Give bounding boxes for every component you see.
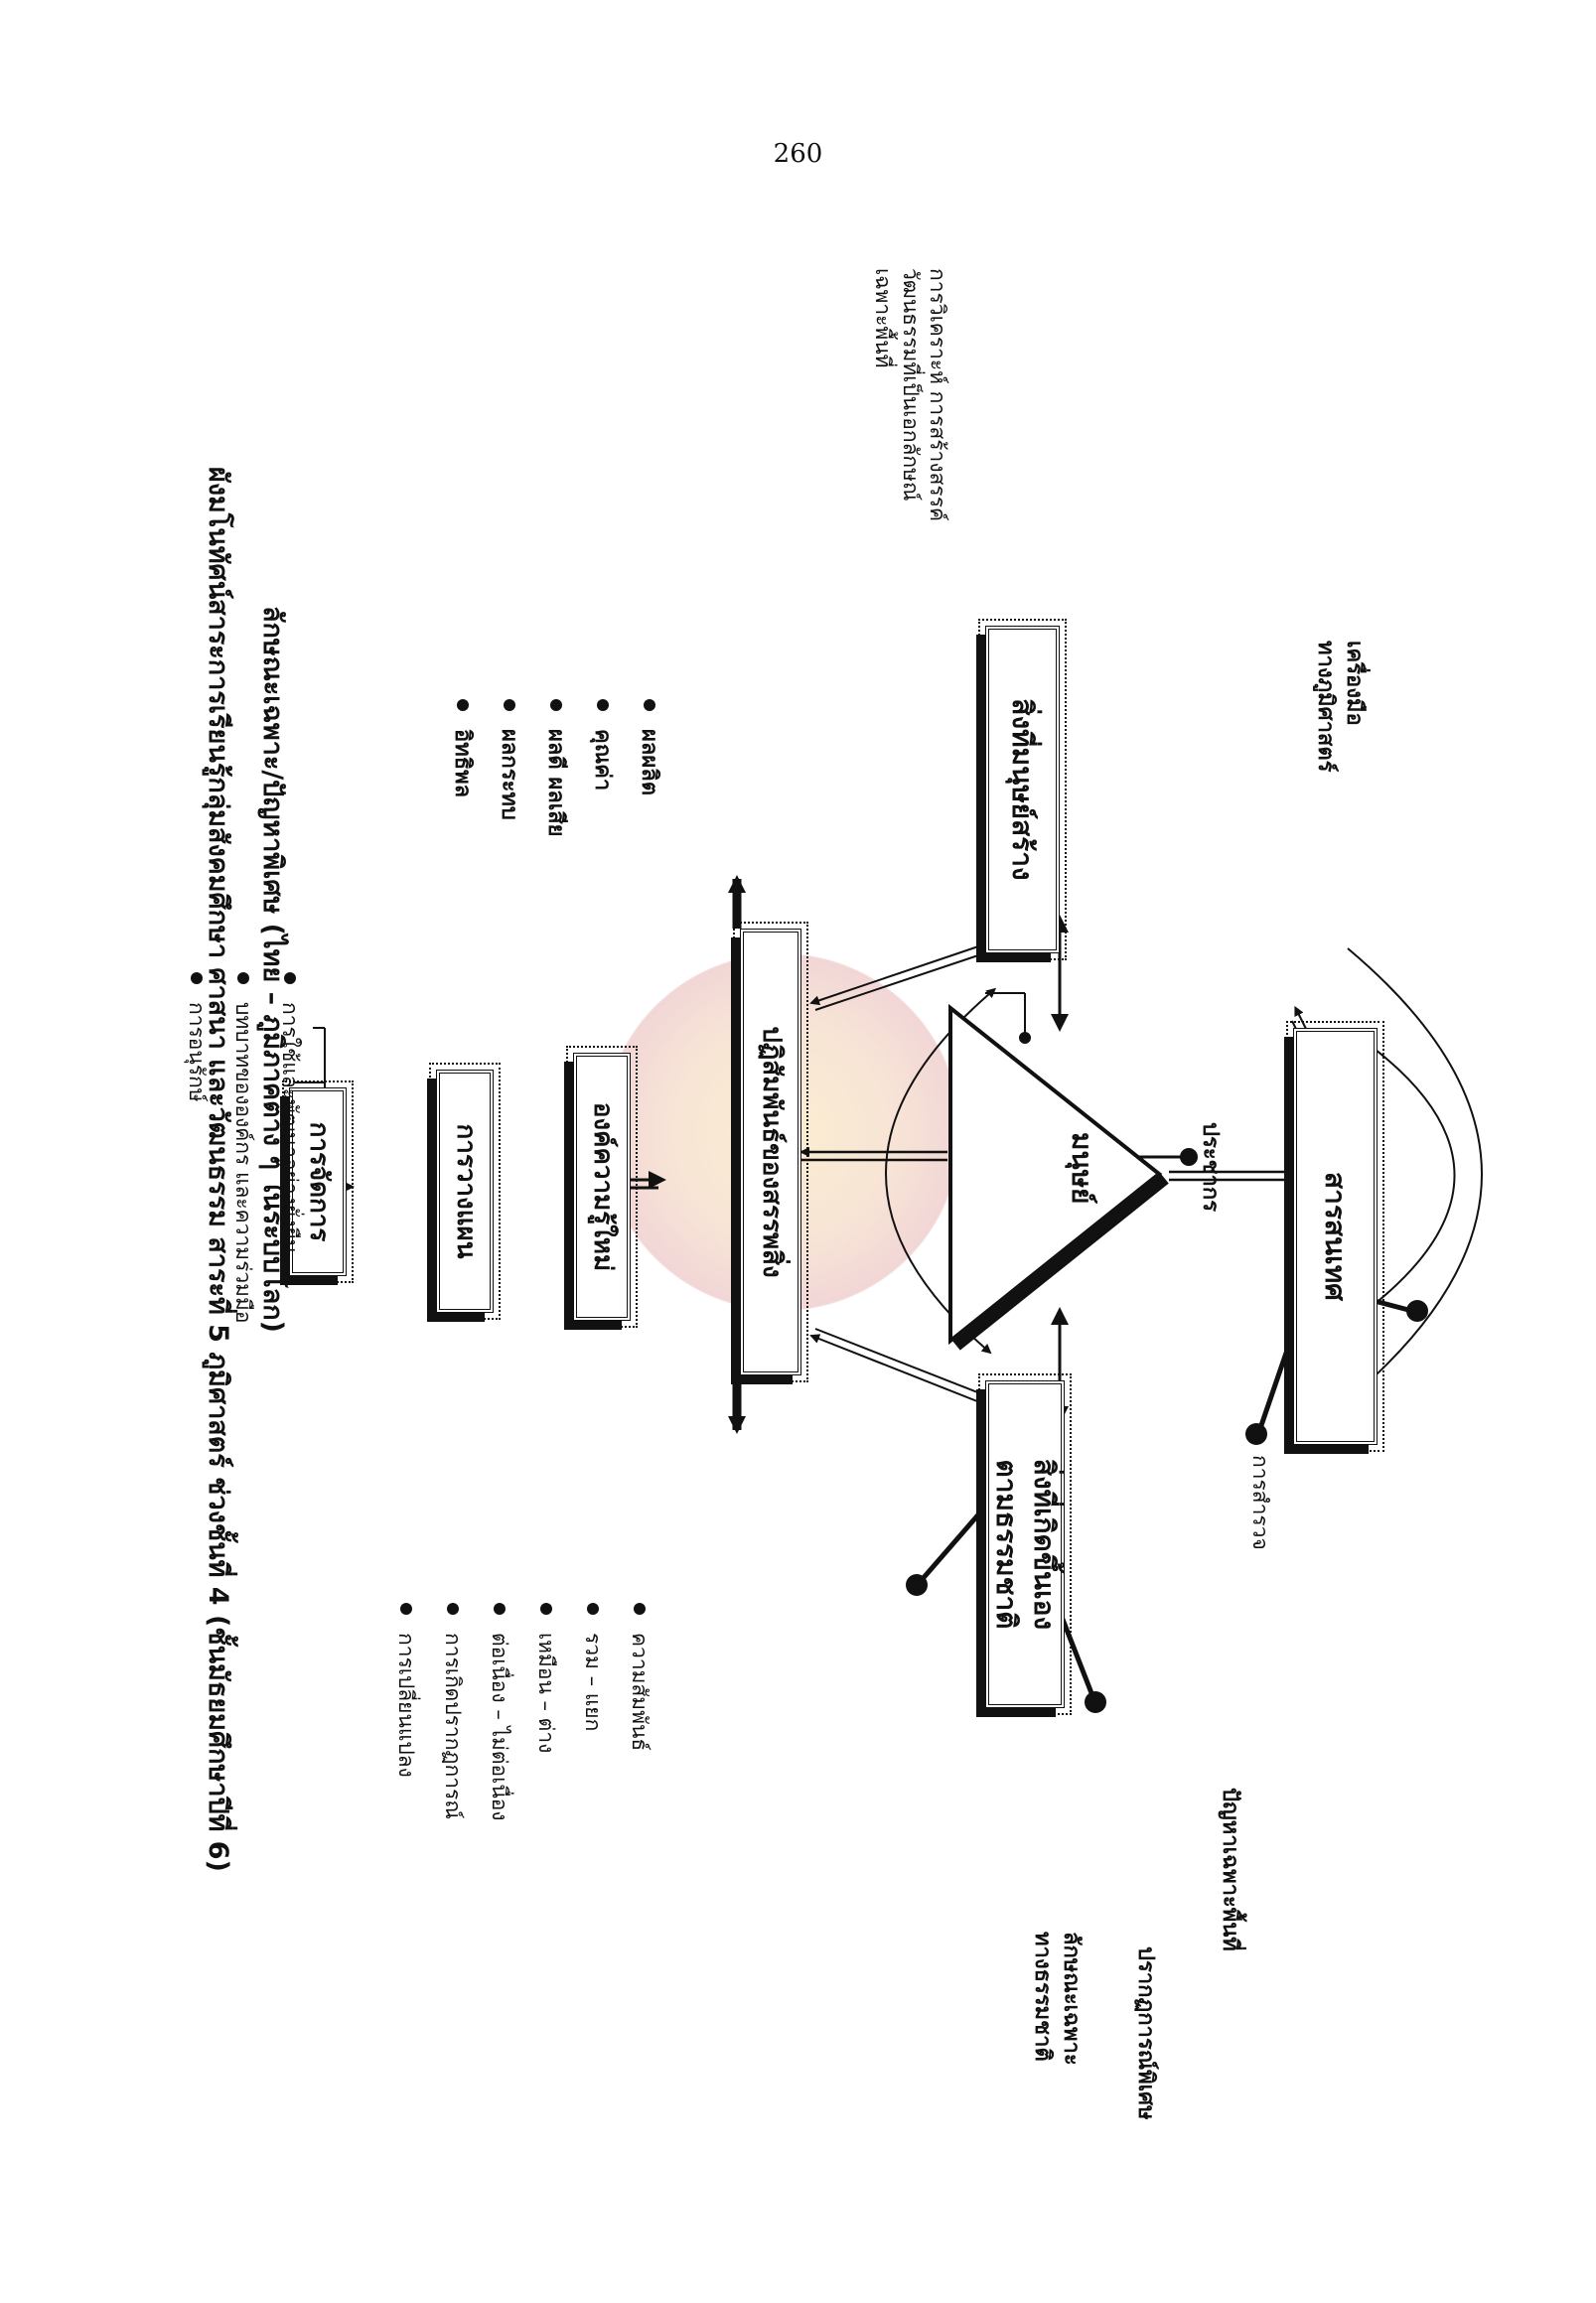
box-natural: สิ่งที่เกิดขึ้นเอง ตามธรรมชาติ: [983, 1352, 1067, 1737]
human-label: มนุษย์: [1066, 1132, 1098, 1205]
population-pin: [1139, 1148, 1198, 1166]
population-label: ประชากร: [1198, 1122, 1223, 1213]
relation-item: การเกิดปรากฏการณ์: [429, 1599, 476, 1821]
management-item: บทบาทขององค์กร และความร่วมมือ: [219, 968, 266, 1323]
effects-item: อิทธิพล: [439, 695, 486, 837]
relation-item: เหมือน – ต่าง: [522, 1599, 569, 1821]
relation-list: ความสัมพันธ์ รวม – แยก เหมือน – ต่าง ต่อ…: [382, 1599, 662, 1821]
effects-item: คุณค่า: [579, 695, 626, 837]
management-item: การใช้และพัฒนาอย่างยั่งยืน: [266, 968, 313, 1323]
relation-item: ความสัมพันธ์: [616, 1599, 662, 1821]
management-list: การใช้และพัฒนาอย่างยั่งยืน บทบาทขององค์ก…: [173, 968, 313, 1323]
effects-list: ผลผลิต คุณค่า ผลดี ผลเสีย ผลกระทบ อิทธิพ…: [439, 695, 672, 837]
box-natural-line1: สิ่งที่เกิดขึ้นเอง: [1027, 1458, 1061, 1631]
effects-item: ผลดี ผลเสีย: [532, 695, 579, 837]
relation-item: ต่อเนื่อง – ไม่ต่อเนื่อง: [476, 1599, 522, 1821]
culture-label-line1: การวิเคราะห์ การสร้างสรรค์: [926, 268, 949, 522]
box-new-knowledge: องค์ความรู้ใหม่: [571, 1020, 633, 1354]
human-triangle: [948, 1003, 1169, 1351]
culture-label-line3: เฉพาะพื้นที่: [871, 268, 896, 368]
culture-label-line2: วัฒนธรรมที่เป็นเอกลักษณ์: [898, 268, 923, 502]
box-interaction: ปฏิสัมพันธ์ของสรรพสิ่ง: [739, 878, 802, 1426]
nature-char-line1: ลักษณะเฉพาะ: [1059, 1932, 1084, 2066]
box-planning: การวางแผน: [434, 1040, 496, 1343]
box-human-made: สิ่งที่มนุษย์สร้าง: [983, 595, 1062, 984]
local-problems-pin: [906, 1574, 928, 1596]
box-natural-line2: ตามธรรมชาติ: [990, 1459, 1023, 1630]
special-phenomena-label: ปรากฏการณ์พิเศษ: [1133, 1946, 1158, 2120]
relation-item: รวม – แยก: [569, 1599, 616, 1821]
nature-char-label: ลักษณะเฉพาะ ทางธรรมชาติ: [1028, 1932, 1085, 2066]
relation-item: การเปลี่ยนแปลง: [382, 1599, 429, 1821]
local-problems-label: ปัญหาเฉพาะพื้นที่: [1218, 1788, 1242, 1951]
special-phenomena-pin: [1085, 1691, 1106, 1713]
human-to-interaction: [799, 1147, 947, 1162]
geo-tools-line1: เครื่องมือ: [1342, 641, 1367, 726]
nature-char-line2: ทางธรรมชาติ: [1030, 1932, 1056, 2062]
to-interaction-diagonals: [809, 942, 991, 1406]
box-information: สารสนเทศ: [1291, 993, 1379, 1480]
page-number: 260: [773, 139, 823, 169]
management-item: การอนุรักษ์: [173, 968, 219, 1323]
human-to-information: [1169, 1167, 1295, 1182]
effects-item: ผลผลิต: [626, 695, 672, 837]
culture-label: การวิเคราะห์ การสร้างสรรค์ วัฒนธรรมที่เป…: [869, 268, 950, 521]
survey-label: การสำรวจ: [1248, 1455, 1272, 1550]
effects-item: ผลกระทบ: [486, 695, 532, 837]
survey-pin: [1245, 1332, 1296, 1445]
geo-tools-line2: ทางภูมิศาสตร์: [1313, 641, 1339, 773]
culture-connector: [985, 992, 1031, 1044]
curved-feedback: [885, 947, 1483, 1401]
geo-tools-label: เครื่องมือ ทางภูมิศาสตร์: [1311, 641, 1368, 772]
